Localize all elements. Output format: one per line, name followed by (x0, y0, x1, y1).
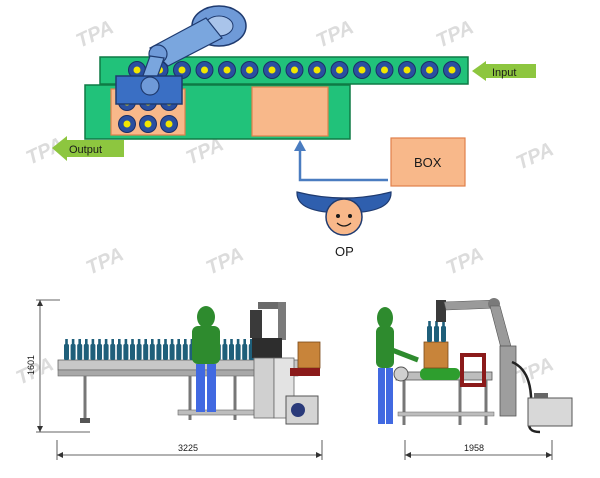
layout-diagram: Input Output BOX OP (52, 5, 536, 259)
operator-icon (296, 191, 392, 236)
bottle-side (182, 339, 188, 360)
bottle-top (263, 61, 281, 79)
watermark: TPA (513, 138, 557, 174)
bottle-top (353, 61, 371, 79)
bottle-side (222, 339, 228, 360)
robot-arm (115, 5, 247, 105)
watermark: TPA (513, 353, 557, 389)
side-box (423, 341, 449, 369)
bottle-top (375, 61, 394, 79)
flow-arrow (298, 150, 388, 182)
front-operator (192, 306, 220, 412)
bottle-top (443, 61, 461, 79)
front-box (297, 341, 321, 369)
bottle-top (139, 115, 157, 133)
input-bottles (128, 61, 461, 79)
front-width-dimension: 3225 (178, 443, 198, 453)
op-label: OP (335, 244, 354, 259)
watermark: TPA (313, 16, 357, 52)
bottle-side (116, 339, 122, 360)
box-supply (390, 137, 466, 187)
output-arrow: Output (52, 136, 124, 161)
bottle-top (285, 61, 304, 79)
bottle-side (176, 339, 182, 360)
bottle-side (103, 339, 109, 360)
bottle-top (308, 61, 326, 79)
bottle-top (398, 61, 416, 79)
front-height-dimension: 1601 (26, 355, 36, 375)
side-bottles (427, 321, 446, 342)
watermark: TPA (203, 243, 247, 279)
bottle-side (77, 339, 83, 360)
output-label: Output (69, 144, 102, 156)
bottle-top (330, 61, 349, 79)
watermark: TPA (443, 243, 487, 279)
bottle-top (160, 115, 178, 133)
bottle-side (242, 339, 248, 360)
bottle-top (420, 61, 439, 79)
bottle-side (427, 321, 432, 342)
bottle-top (195, 61, 214, 79)
front-robot (250, 302, 295, 419)
bottle-side (123, 339, 129, 360)
bottle-side (235, 339, 241, 360)
bottle-top (240, 61, 259, 79)
bottle-side (143, 339, 149, 360)
bottle-side (64, 339, 69, 360)
watermark: TPA (73, 16, 117, 52)
side-width-dimension: 1958 (464, 443, 484, 453)
front-elevation: 1601 3225 (26, 299, 323, 460)
bottle-top (118, 115, 136, 133)
input-arrow: Input (472, 61, 536, 81)
side-robot (436, 298, 541, 434)
watermark: TPA (83, 243, 127, 279)
front-bottles (64, 339, 261, 360)
bottle-side (441, 321, 446, 342)
side-operator (376, 307, 419, 424)
bottle-side (136, 339, 142, 360)
empty-box (251, 86, 329, 137)
bottle-side (169, 339, 175, 360)
bottle-side (110, 339, 116, 360)
bottle-side (163, 339, 168, 360)
box-label: BOX (414, 155, 442, 170)
watermark-group: TPA TPA TPA TPA TPA TPA TPA TPA TPA TPA … (13, 16, 557, 389)
bottle-side (130, 339, 135, 360)
bottle-side (90, 339, 96, 360)
watermark: TPA (433, 16, 477, 52)
bottle-side (70, 339, 76, 360)
bottle-side (156, 339, 162, 360)
bottle-top (218, 61, 236, 79)
side-controller (527, 397, 573, 427)
bottle-side (97, 339, 102, 360)
bottle-side (229, 339, 234, 360)
side-elevation: 1958 (376, 298, 573, 460)
bottle-side (434, 321, 439, 342)
bottle-side (83, 339, 89, 360)
flow-arrowhead (294, 140, 306, 151)
input-label: Input (492, 67, 516, 79)
bottle-side (149, 339, 155, 360)
